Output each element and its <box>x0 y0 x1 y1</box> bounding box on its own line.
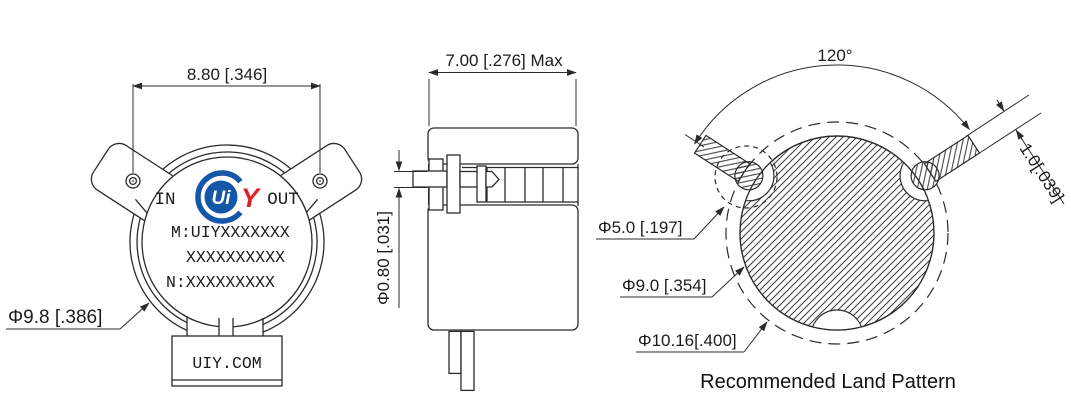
dim-120 <box>684 64 970 148</box>
dim-880 <box>132 82 321 173</box>
port-in-label: IN <box>154 190 175 210</box>
marking-line2: XXXXXXXXXX <box>186 248 285 267</box>
inner-ring-arc <box>136 151 318 326</box>
bottom-lead-1 <box>448 330 462 375</box>
flange-plate-2 <box>476 165 487 203</box>
dim-120-label: 120° <box>817 46 852 65</box>
dim-880-label: 8.80 [.346] <box>187 65 267 84</box>
uiy-logo: Ui Y <box>195 170 262 224</box>
logo-ui-text: Ui <box>212 188 232 209</box>
land-pattern-view <box>596 64 1065 353</box>
port-out-label: OUT <box>267 190 299 210</box>
dia-98-label: Φ9.8 [.386] <box>8 307 102 328</box>
leader-dia-1016 <box>636 321 768 353</box>
dim-080 <box>394 150 427 308</box>
cap <box>427 127 579 165</box>
marking-line3: N:XXXXXXXXX <box>166 273 275 292</box>
dia-1016-label: Φ10.16[.400] <box>638 331 737 350</box>
screw-hole-right <box>312 173 328 189</box>
screw-hole-left <box>125 173 141 189</box>
tab-label: UIY.COM <box>192 354 261 373</box>
dim-700 <box>428 69 577 126</box>
pin-tip <box>485 170 500 188</box>
pad-left <box>693 134 764 191</box>
logo-y-text: Y <box>241 183 262 213</box>
pad-right <box>910 134 981 191</box>
pin-mid <box>459 170 479 188</box>
marking-tab <box>171 335 283 387</box>
leader-dia-50 <box>596 206 725 240</box>
dim-pad-width-label: 1.0[.039] <box>1016 140 1068 206</box>
pin-shaft <box>412 170 448 188</box>
side-view <box>394 69 579 392</box>
marking-line1: M:UIYXXXXXXX <box>171 223 290 242</box>
outer-ring-arc <box>129 144 325 333</box>
land-pattern-caption: Recommended Land Pattern <box>700 371 956 393</box>
bottom-lead-2 <box>460 330 475 392</box>
leader-dia-98 <box>6 302 150 330</box>
dia-90-label: Φ9.0 [.354] <box>622 276 706 295</box>
logo-swoosh <box>195 170 243 224</box>
top-view <box>6 82 363 387</box>
dim-700-label: 7.00 [.276] Max <box>445 51 563 70</box>
flange-plate-1 <box>446 154 461 214</box>
dim-pad-width <box>966 94 1065 205</box>
logo-disc <box>204 180 238 214</box>
dim-080-label: Φ0.80 [.031] <box>374 211 393 305</box>
leader-dia-90 <box>620 266 745 298</box>
pad-dashed-circle <box>714 145 778 209</box>
dia-50-label: Φ5.0 [.197] <box>598 218 682 237</box>
body <box>427 204 579 331</box>
